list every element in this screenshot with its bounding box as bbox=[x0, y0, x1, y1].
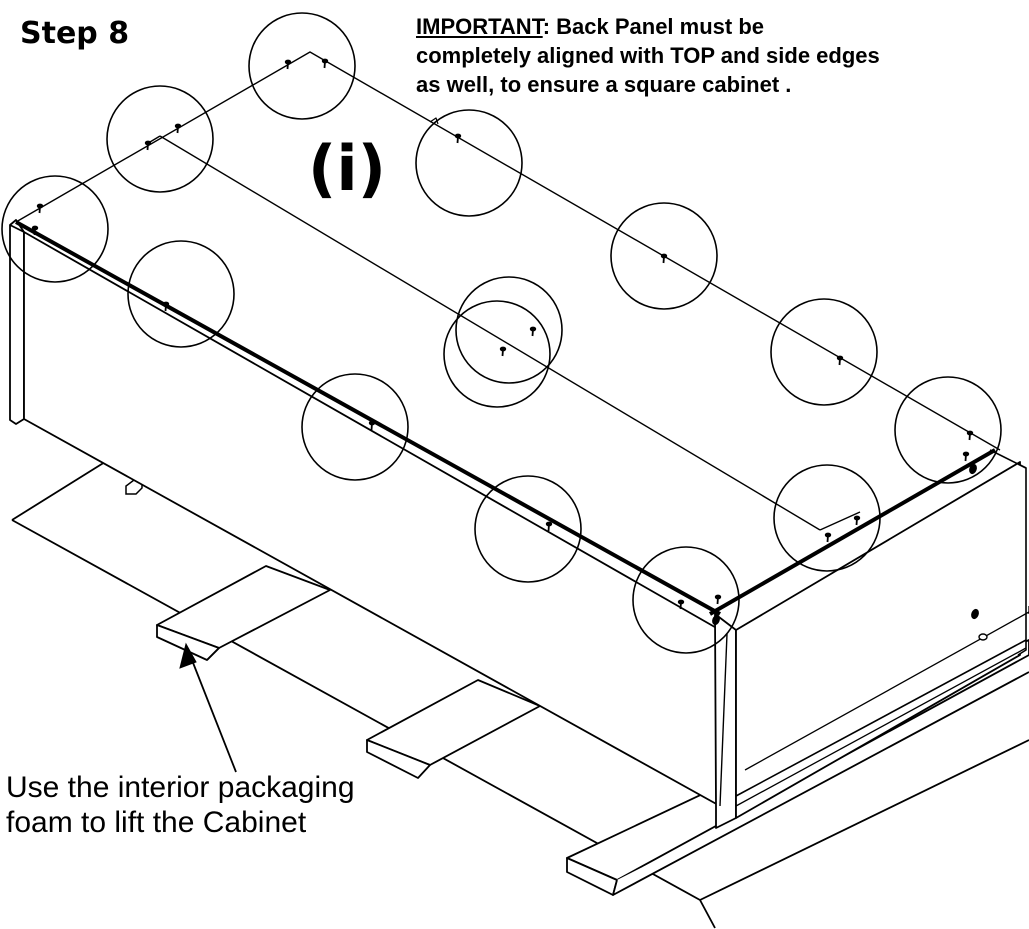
detail-circle-icon bbox=[443, 300, 551, 408]
note-line-1: Back Panel must be bbox=[550, 14, 765, 39]
note-line-2: completely aligned with TOP and side edg… bbox=[416, 43, 880, 68]
screw-icon bbox=[144, 140, 152, 151]
detail-circle-icon bbox=[106, 85, 214, 193]
screws bbox=[31, 58, 974, 610]
detail-circle-icon bbox=[415, 109, 523, 217]
arrow-icon bbox=[179, 642, 237, 773]
view-label: (i) bbox=[308, 132, 386, 205]
screw-icon bbox=[529, 326, 537, 337]
detail-circle-icon bbox=[632, 546, 740, 654]
callout-line-1: Use the interior packaging bbox=[6, 771, 355, 804]
screw-icon bbox=[824, 532, 832, 543]
screw-icon bbox=[714, 594, 722, 605]
detail-circle-icon bbox=[474, 475, 582, 583]
screw-icon bbox=[499, 346, 507, 357]
note-heading: IMPORTANT bbox=[416, 14, 543, 39]
detail-circle-icon bbox=[894, 376, 1002, 484]
detail-circle-icon bbox=[455, 276, 563, 384]
note-line-3: as well, to ensure a square cabinet . bbox=[416, 72, 792, 97]
screw-icon bbox=[966, 430, 974, 441]
screw-icon bbox=[454, 133, 462, 144]
detail-circle-icon bbox=[1, 175, 109, 283]
step-title: Step 8 bbox=[20, 16, 130, 51]
screw-icon bbox=[677, 599, 685, 610]
screw-icon bbox=[162, 301, 170, 312]
note-separator: : bbox=[542, 14, 551, 39]
screw-icon bbox=[31, 225, 39, 236]
important-note: IMPORTANT: Back Panel must be completely… bbox=[416, 12, 1026, 99]
dowel-holes bbox=[712, 463, 988, 641]
detail-circle-icon bbox=[248, 12, 356, 120]
screw-icon bbox=[368, 420, 376, 431]
detail-circles bbox=[1, 12, 1002, 654]
cabinet-body bbox=[9, 51, 1029, 829]
screw-icon bbox=[660, 253, 668, 264]
foam-block-middle bbox=[366, 679, 541, 779]
screw-icon bbox=[36, 203, 44, 214]
detail-circle-icon bbox=[610, 202, 718, 310]
foam-block-left bbox=[156, 565, 331, 661]
screw-icon bbox=[836, 355, 844, 366]
detail-circle-icon bbox=[773, 464, 881, 572]
screw-icon bbox=[284, 59, 292, 70]
detail-circle-icon bbox=[127, 240, 235, 348]
screw-icon bbox=[853, 515, 861, 526]
callout-line-2: foam to lift the Cabinet bbox=[6, 806, 307, 839]
detail-circle-icon bbox=[301, 373, 409, 481]
screw-icon bbox=[962, 451, 970, 462]
detail-circle-icon bbox=[770, 298, 878, 406]
screw-icon bbox=[545, 521, 553, 532]
screw-icon bbox=[321, 58, 329, 69]
screw-icon bbox=[174, 123, 182, 134]
foam-callout: Use the interior packaging foam to lift … bbox=[6, 770, 406, 840]
